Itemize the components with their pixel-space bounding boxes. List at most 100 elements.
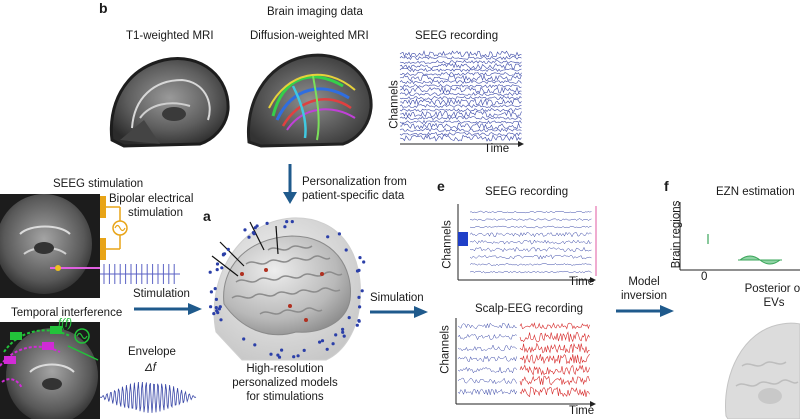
electrode-dot bbox=[358, 305, 362, 309]
electrode-dot bbox=[220, 266, 224, 270]
seeg-b-trace bbox=[399, 86, 522, 94]
envelope-wave bbox=[99, 381, 197, 413]
panel-a-letter: a bbox=[203, 208, 211, 224]
seeg-b-trace bbox=[399, 96, 522, 101]
seeg-b-trace bbox=[399, 55, 522, 61]
electrode-dot bbox=[357, 319, 361, 323]
posterior-line1: Posterior of bbox=[744, 283, 800, 295]
eeg-trace-blue bbox=[457, 344, 517, 352]
envelope-delta-f: Δf bbox=[145, 362, 156, 374]
electrode-dot bbox=[302, 348, 306, 352]
eeg-trace-blue bbox=[457, 366, 518, 374]
eeg-trace-red bbox=[519, 375, 590, 386]
bipolar-electrodes bbox=[100, 196, 128, 260]
seeg-b-trace bbox=[399, 134, 522, 142]
model-inversion-arrow bbox=[616, 305, 674, 317]
eeg-trace-red bbox=[519, 353, 590, 365]
bipolar-line1: Bipolar electrical bbox=[109, 193, 194, 205]
electrode-dot bbox=[347, 316, 351, 320]
eeg-trace-red bbox=[519, 364, 590, 376]
model-inversion-line1: Model bbox=[628, 276, 660, 288]
personalized-head-model bbox=[208, 217, 366, 361]
electrode-dot bbox=[331, 342, 335, 346]
simulation-arrow-label: Simulation bbox=[370, 292, 424, 304]
electrode-dot bbox=[325, 347, 329, 351]
electrode-dot bbox=[320, 339, 325, 343]
electrode-dot bbox=[209, 290, 213, 294]
seeg-b-trace bbox=[399, 127, 522, 133]
electrode-dot bbox=[214, 297, 218, 301]
seeg-e-trace bbox=[469, 263, 592, 266]
electrode-dot bbox=[357, 295, 361, 299]
temporal-interference-label: Temporal interference bbox=[11, 307, 123, 319]
seeg-b-trace bbox=[399, 119, 522, 125]
eeg-trace-blue bbox=[457, 333, 517, 341]
model-inversion-line2: inversion bbox=[620, 290, 668, 302]
seeg-b-trace bbox=[399, 115, 522, 121]
electrode-dot bbox=[326, 235, 330, 239]
electrode-dot bbox=[213, 287, 217, 291]
panel-b-time-axis bbox=[400, 141, 524, 147]
electrode-dot bbox=[212, 312, 216, 316]
electrode-dot bbox=[265, 221, 269, 225]
electrode-dot bbox=[277, 355, 282, 359]
eeg-trace-red bbox=[519, 331, 590, 343]
electrode-dot bbox=[242, 337, 246, 341]
electrode-dot bbox=[215, 262, 220, 266]
panel-f-plot bbox=[679, 202, 800, 271]
dwi-mri-image bbox=[246, 53, 373, 148]
stimulation-arrow bbox=[134, 303, 202, 315]
t1-mri-label: T1-weighted MRI bbox=[126, 30, 214, 42]
eeg-trace-blue bbox=[457, 322, 517, 330]
electrode-dot bbox=[341, 327, 345, 331]
envelope-signal bbox=[99, 381, 197, 413]
seeg-b-trace bbox=[399, 97, 522, 106]
eeg-trace-blue bbox=[457, 388, 518, 396]
electrode-dot bbox=[290, 220, 294, 224]
electrode-dot bbox=[243, 228, 247, 232]
electrode-dot bbox=[251, 231, 255, 235]
pulse-train bbox=[100, 264, 180, 284]
dwi-mri-label: Diffusion-weighted MRI bbox=[250, 30, 369, 42]
ti-frequency-label: f(f) bbox=[58, 318, 73, 330]
eeg-trace-red bbox=[519, 342, 590, 354]
electrode-dot bbox=[296, 354, 300, 358]
panel-b-letter: b bbox=[99, 0, 108, 16]
electrode-dot bbox=[215, 268, 219, 272]
electrode-dot bbox=[209, 305, 213, 309]
seeg-b-trace bbox=[399, 74, 522, 82]
stimulation-arrow-label: Stimulation bbox=[133, 288, 190, 300]
seeg-e-trace bbox=[469, 225, 592, 229]
seeg-b-trace bbox=[399, 79, 522, 85]
envelope-label: Envelope bbox=[128, 346, 176, 358]
seeg-b-trace bbox=[400, 110, 522, 118]
seeg-b-trace bbox=[399, 83, 522, 89]
seeg-e-trace bbox=[469, 254, 592, 260]
seeg-b-trace bbox=[399, 62, 522, 70]
eeg-trace-blue bbox=[457, 377, 518, 385]
electrode-dot bbox=[218, 305, 222, 309]
seeg-e-trace bbox=[469, 231, 592, 238]
eeg-trace-red bbox=[519, 322, 590, 330]
bipolar-line2: stimulation bbox=[128, 207, 183, 219]
electrode-dot bbox=[247, 235, 251, 239]
seeg-e-trace bbox=[469, 239, 592, 245]
panel-e-letter: e bbox=[437, 178, 445, 194]
seeg-b-trace bbox=[399, 91, 522, 97]
seeg-recording-b bbox=[399, 50, 522, 142]
seeg-e-trace bbox=[469, 246, 592, 253]
panel-f-title: EZN estimation bbox=[716, 186, 795, 198]
electrode-dot bbox=[362, 260, 366, 264]
electrode-dot bbox=[269, 352, 273, 356]
seeg-b-trace bbox=[399, 59, 522, 64]
panel-e-seeg-xlabel: Time bbox=[569, 276, 595, 288]
panel-a-caption-1: High-resolution bbox=[246, 363, 324, 375]
personalization-line1: Personalization from bbox=[302, 176, 407, 188]
seeg-e-trace bbox=[469, 210, 592, 214]
personalization-line2: patient-specific data bbox=[302, 190, 405, 202]
electrode-dot bbox=[337, 232, 341, 236]
electrode-dot bbox=[216, 311, 220, 315]
electrode-dot bbox=[226, 247, 230, 251]
electrode-dot bbox=[214, 306, 218, 310]
electrode-dot bbox=[318, 340, 322, 344]
